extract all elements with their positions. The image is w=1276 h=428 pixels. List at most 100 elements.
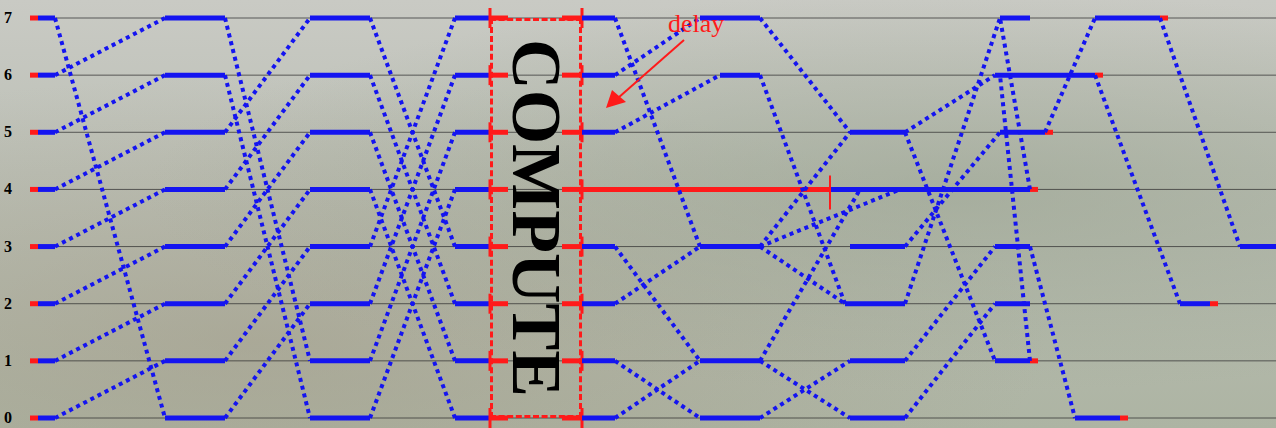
busy-segment <box>165 244 225 249</box>
busy-segment <box>1075 416 1120 421</box>
busy-segment <box>38 73 55 78</box>
start-cap <box>30 416 38 421</box>
busy-segment <box>700 358 760 363</box>
delay-tick <box>829 175 831 209</box>
start-cap <box>30 16 38 21</box>
delay-segment <box>582 187 830 192</box>
message-line <box>905 132 995 361</box>
busy-segment <box>455 73 490 78</box>
busy-segment <box>1095 16 1160 21</box>
message-line <box>760 361 850 418</box>
busy-segment <box>1000 130 1045 135</box>
busy-segment <box>850 244 905 249</box>
busy-segment <box>455 130 490 135</box>
busy-segment <box>310 301 370 306</box>
start-cap <box>30 244 38 249</box>
busy-segment <box>310 16 370 21</box>
message-line <box>225 75 310 418</box>
start-cap <box>30 301 38 306</box>
busy-segment <box>455 358 490 363</box>
message-line <box>55 247 165 304</box>
message-line <box>760 361 850 418</box>
message-line <box>760 189 860 360</box>
busy-segment <box>582 130 615 135</box>
message-line <box>370 18 455 247</box>
busy-segment <box>38 301 55 306</box>
busy-segment <box>850 130 905 135</box>
busy-segment <box>700 244 760 249</box>
busy-segment <box>582 16 615 21</box>
busy-segment <box>455 244 490 249</box>
message-line <box>615 75 720 132</box>
message-line <box>905 304 995 418</box>
busy-segment <box>38 130 55 135</box>
message-line <box>760 75 845 304</box>
busy-segment <box>720 73 760 78</box>
busy-segment <box>582 416 615 421</box>
busy-segment <box>165 416 225 421</box>
message-line <box>905 247 995 361</box>
message-line <box>370 18 455 247</box>
busy-segment <box>38 244 55 249</box>
start-cap <box>30 358 38 363</box>
busy-segment <box>310 73 370 78</box>
busy-segment <box>310 187 370 192</box>
busy-segment <box>165 301 225 306</box>
busy-segment <box>582 244 615 249</box>
busy-segment <box>850 416 905 421</box>
rank-number: 3 <box>4 239 12 255</box>
rank-number: 0 <box>4 410 12 426</box>
message-line <box>370 189 455 418</box>
message-line <box>370 132 455 361</box>
message-line <box>370 132 455 361</box>
message-line <box>55 132 165 189</box>
start-cap <box>30 73 38 78</box>
busy-segment <box>582 301 615 306</box>
message-line <box>615 18 700 247</box>
busy-segment <box>845 301 905 306</box>
message-line <box>225 18 310 361</box>
message-line <box>905 132 1000 246</box>
message-line <box>370 75 455 304</box>
busy-segment <box>1240 244 1276 249</box>
end-cap <box>1120 416 1128 421</box>
busy-segment <box>1180 301 1210 306</box>
rank-axis <box>30 75 1276 76</box>
delay-label: delay <box>668 11 724 37</box>
busy-segment <box>38 358 55 363</box>
busy-segment <box>995 358 1030 363</box>
message-line <box>760 247 845 304</box>
arrow-head <box>606 90 626 108</box>
message-line <box>55 189 165 246</box>
rank-axis <box>30 18 1276 19</box>
busy-segment <box>38 16 55 21</box>
busy-segment <box>310 244 370 249</box>
busy-segment <box>455 301 490 306</box>
message-line <box>615 361 700 418</box>
busy-segment <box>1000 16 1030 21</box>
rank-axis <box>30 189 1276 190</box>
rank-number: 6 <box>4 67 12 83</box>
rank-number: 1 <box>4 353 12 369</box>
message-line <box>760 189 900 246</box>
busy-segment <box>310 416 370 421</box>
busy-segment <box>700 416 760 421</box>
busy-segment <box>165 130 225 135</box>
rank-number: 2 <box>4 296 12 312</box>
compute-label: COMPUTE <box>501 39 571 397</box>
rank-number: 5 <box>4 124 12 140</box>
rank-axis <box>30 132 1276 133</box>
message-line <box>55 361 165 418</box>
busy-segment <box>455 187 490 192</box>
busy-segment <box>310 130 370 135</box>
delay-arrow <box>618 40 684 98</box>
rank-number: 7 <box>4 10 12 26</box>
busy-segment <box>165 187 225 192</box>
start-cap <box>30 130 38 135</box>
busy-segment <box>310 358 370 363</box>
message-line <box>370 189 455 418</box>
rank-axis <box>30 303 1276 304</box>
busy-segment <box>38 416 55 421</box>
message-line <box>615 247 700 361</box>
